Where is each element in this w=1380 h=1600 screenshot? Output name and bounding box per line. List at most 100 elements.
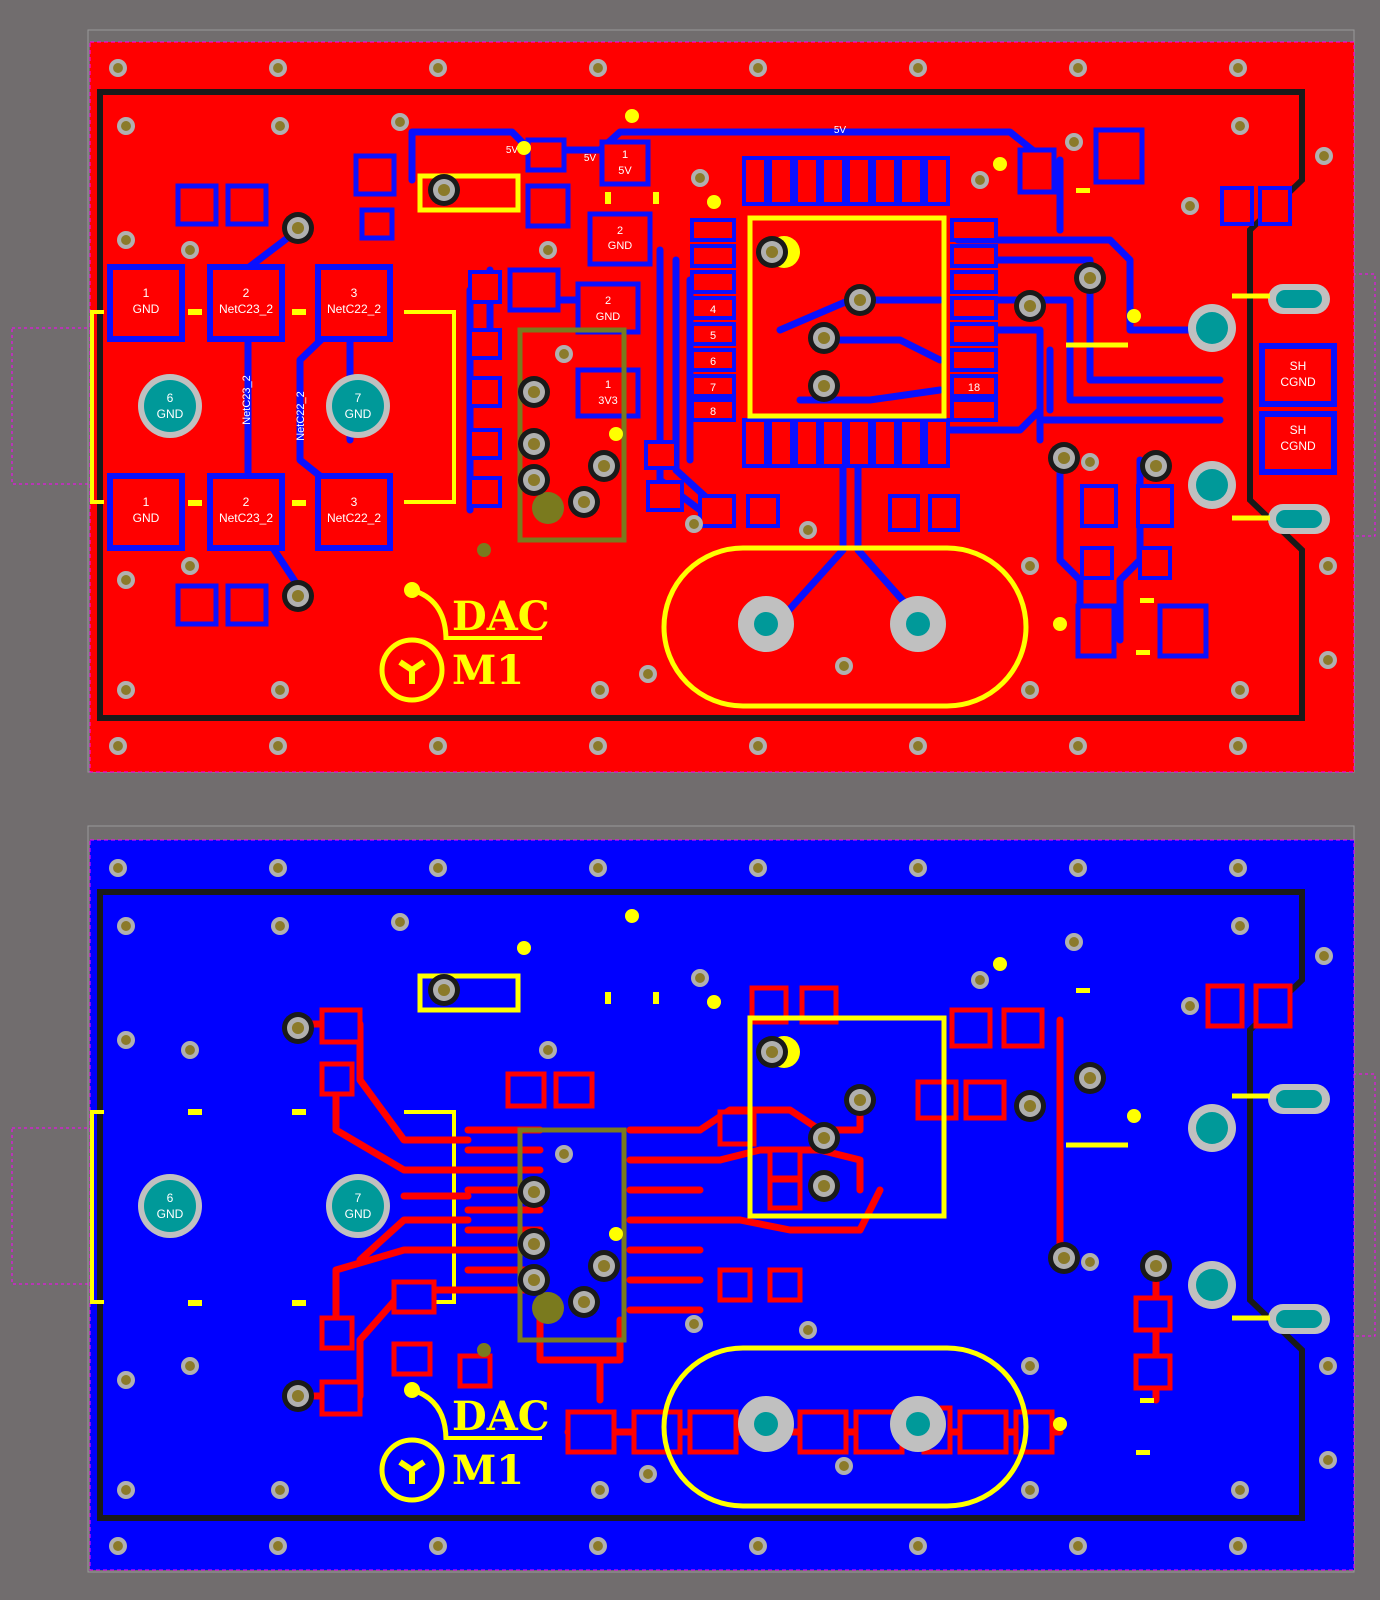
dac-pin-5[interactable]	[690, 322, 736, 346]
smd-pad[interactable]	[928, 494, 960, 532]
smd-pad[interactable]	[565, 1409, 617, 1455]
smd-pad[interactable]	[1258, 186, 1292, 226]
top-layer[interactable]: 1 GND 2 NetC23_2 3 NetC22_2 1 GND 2 NetC…	[11, 29, 1376, 773]
dac-pin-8[interactable]	[690, 398, 736, 422]
smd-pad[interactable]	[507, 267, 561, 313]
dac-pins-top[interactable]	[742, 156, 950, 206]
pad-1-gnd-upper[interactable]	[107, 264, 185, 342]
pad-1-gnd-lower[interactable]	[107, 473, 185, 551]
smd-pad[interactable]	[319, 1061, 355, 1097]
pad-1-5v[interactable]	[599, 139, 651, 187]
smd-pad[interactable]	[1001, 1007, 1045, 1049]
smd-pad[interactable]	[468, 428, 502, 460]
smd-pad[interactable]	[767, 1177, 803, 1211]
top-shield-outline	[97, 89, 1305, 721]
smd-pad[interactable]	[963, 1079, 1007, 1121]
pad-2-netc23-upper[interactable]	[207, 264, 285, 342]
smd-pad[interactable]	[767, 1147, 803, 1181]
smd-pad[interactable]	[1133, 1353, 1173, 1391]
smd-pad[interactable]	[553, 1071, 595, 1109]
dac-pin[interactable]	[690, 270, 736, 294]
bottom-pads[interactable]	[319, 983, 1293, 1455]
left-connector-keepout	[11, 327, 93, 485]
smd-pad[interactable]	[468, 328, 502, 360]
smd-pad[interactable]	[468, 376, 502, 408]
smd-pad[interactable]	[1157, 603, 1209, 659]
smd-pad[interactable]	[797, 1409, 849, 1455]
pad-sh-cgnd-b[interactable]	[1259, 411, 1337, 475]
top-mount-pads[interactable]: 6 GND 7 GND	[138, 284, 1330, 652]
smd-pad[interactable]	[457, 1353, 493, 1389]
via-hole	[817, 1179, 831, 1193]
bottom-mount-pads[interactable]: 6 GND 7 GND	[138, 1084, 1330, 1452]
smd-pad[interactable]	[353, 153, 397, 197]
via-hole	[291, 589, 305, 603]
via-hole	[559, 1149, 569, 1159]
dac-pin-4[interactable]	[690, 296, 736, 320]
smd-pad[interactable]	[468, 476, 502, 508]
smd-pad[interactable]	[687, 1409, 739, 1455]
via-hole	[643, 1469, 653, 1479]
smd-pad[interactable]	[391, 1279, 437, 1315]
dac-pin-7[interactable]	[690, 374, 736, 398]
smd-pad[interactable]	[505, 1071, 547, 1109]
smd-pad[interactable]	[175, 583, 219, 627]
smd-pad[interactable]	[319, 1007, 363, 1045]
via-hole	[433, 63, 443, 73]
smd-pad[interactable]	[1220, 186, 1254, 226]
smd-pad[interactable]	[1138, 546, 1172, 580]
smd-pad[interactable]	[1136, 484, 1174, 528]
pad-label-num: 1	[143, 495, 150, 509]
smd-pad[interactable]	[319, 1315, 355, 1351]
smd-pad[interactable]	[767, 1267, 803, 1303]
smd-pad[interactable]	[1253, 983, 1293, 1029]
smd-pad[interactable]	[175, 183, 219, 227]
smd-pad[interactable]	[949, 1007, 993, 1049]
pad-2-netc23-lower[interactable]	[207, 473, 285, 551]
smd-pad[interactable]	[888, 494, 920, 532]
smd-pad[interactable]	[1133, 1295, 1173, 1333]
pad-3-netc22-lower[interactable]	[315, 473, 393, 551]
smd-pad[interactable]	[1075, 603, 1117, 659]
pad-2-gnd-c[interactable]	[587, 211, 653, 267]
dac-pin[interactable]	[690, 218, 736, 242]
silk-m1-label: M1	[452, 647, 524, 694]
dac-pin[interactable]	[690, 244, 736, 268]
smd-pad[interactable]	[631, 1409, 683, 1455]
pad-2-gnd-b[interactable]	[575, 281, 641, 335]
smd-pad[interactable]	[1080, 484, 1118, 528]
smd-pad[interactable]	[646, 480, 684, 512]
smd-pad[interactable]	[698, 494, 736, 528]
dac-pins-bottom[interactable]	[742, 418, 950, 468]
pad-label-net: 5V	[618, 165, 632, 177]
dac-pin-6[interactable]	[690, 348, 736, 372]
pad-sh-cgnd-a[interactable]	[1259, 343, 1337, 407]
pad-1-3v3[interactable]	[575, 367, 641, 419]
smd-pad[interactable]	[957, 1409, 1009, 1455]
smd-pad[interactable]	[225, 583, 269, 627]
smd-pad[interactable]	[225, 183, 269, 227]
via-hole	[1069, 937, 1079, 947]
smd-pad[interactable]	[1093, 127, 1145, 185]
smd-pad[interactable]	[1017, 147, 1057, 195]
smd-pad[interactable]	[359, 207, 395, 241]
top-pads[interactable]: 1 GND 2 NetC23_2 3 NetC22_2 1 GND 2 NetC…	[107, 125, 1337, 659]
smd-pad[interactable]	[525, 183, 571, 229]
via-hole	[753, 863, 763, 873]
bottom-layer[interactable]: 6 GND 7 GND	[11, 825, 1376, 1573]
smd-pad[interactable]	[468, 270, 502, 304]
smd-pad[interactable]	[319, 1379, 363, 1417]
trace-label-netc23: NetC23_2	[241, 375, 253, 425]
via-hole	[1233, 1541, 1243, 1551]
smd-pad[interactable]	[391, 1341, 433, 1377]
smd-pad[interactable]	[717, 1267, 753, 1303]
smd-pad[interactable]	[644, 440, 678, 470]
smd-pad[interactable]	[525, 137, 567, 173]
smd-pad[interactable]	[1205, 983, 1245, 1029]
smd-pad[interactable]	[746, 494, 780, 528]
dac-pins-right[interactable]	[950, 218, 998, 422]
smd-pad[interactable]	[1080, 546, 1114, 580]
smd-pad[interactable]	[915, 1079, 959, 1121]
pad-3-netc22-upper[interactable]	[315, 264, 393, 342]
via-hole	[1149, 1259, 1163, 1273]
